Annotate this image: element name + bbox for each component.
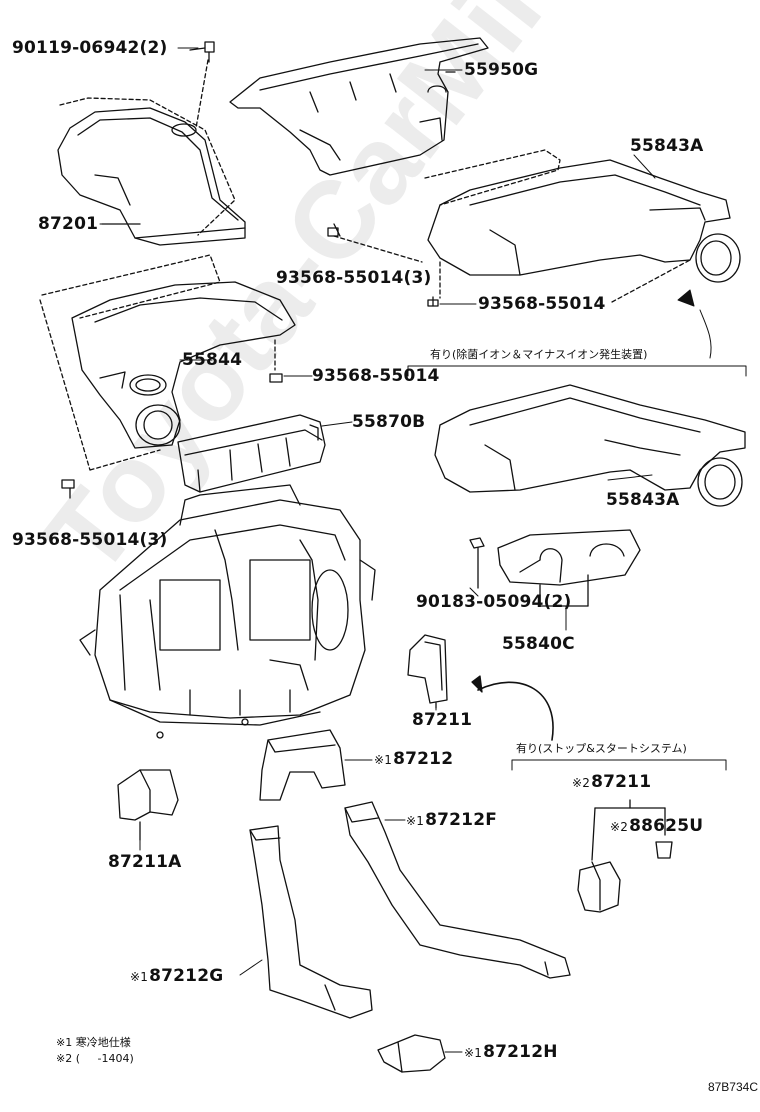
- label-55950G: 55950G: [464, 60, 539, 80]
- mark-1: ※1: [130, 970, 149, 984]
- note-stop-start-system: 有り(ストップ&スタートシステム): [516, 742, 687, 755]
- label-55840C: 55840C: [502, 634, 575, 654]
- label-87212F: ※187212F: [406, 810, 497, 831]
- duct-87211-stop-start-drawing: [577, 799, 673, 913]
- label-88625U-text: 88625U: [629, 816, 704, 836]
- duct-87212-drawing: [259, 729, 346, 801]
- note-ion-generator: 有り(除菌イオン＆マイナスイオン発生装置): [430, 348, 648, 361]
- label-screw-right: 93568-55014: [478, 294, 606, 314]
- filter-case-55870B-drawing: [177, 414, 326, 493]
- duct-55844-drawing: [39, 254, 296, 499]
- label-87212: ※187212: [374, 749, 453, 770]
- duct-87201-drawing: [57, 41, 246, 246]
- label-55844: 55844: [182, 350, 243, 370]
- label-screw-mid: 93568-55014: [312, 366, 440, 386]
- label-87212G-text: 87212G: [149, 966, 224, 986]
- duct-87211A-drawing: [117, 769, 179, 841]
- label-55870B: 55870B: [352, 412, 426, 432]
- label-87212F-text: 87212F: [425, 810, 498, 830]
- label-87212H: ※187212H: [464, 1042, 558, 1063]
- duct-55950G-drawing: [229, 37, 489, 176]
- register-55840C-drawing: [469, 529, 641, 607]
- duct-87212F-drawing: [344, 801, 571, 979]
- duct-87211-drawing: [407, 634, 554, 741]
- duct-87212H-drawing: [377, 1034, 446, 1073]
- label-87211: 87211: [412, 710, 473, 730]
- label-87212G: ※187212G: [130, 966, 223, 987]
- label-screw-left-lower: 93568-55014(3): [12, 530, 168, 550]
- duct-55843A-top-drawing: [327, 149, 741, 307]
- mark-2: ※2: [610, 820, 629, 834]
- duct-87212G-drawing: [249, 825, 373, 1019]
- mark-1: ※1: [374, 753, 393, 767]
- diagram-code: 87B734C: [707, 1080, 758, 1094]
- label-87212H-text: 87212H: [483, 1042, 558, 1062]
- leader-lines: [99, 47, 747, 1053]
- label-87201: 87201: [38, 214, 99, 234]
- label-87212-text: 87212: [393, 749, 454, 769]
- label-88625U: ※288625U: [610, 816, 703, 837]
- duct-55843A-bottom-drawing: [434, 384, 746, 507]
- label-55843A-top: 55843A: [630, 136, 704, 156]
- label-87211-stop-start: ※287211: [572, 772, 651, 793]
- label-55843A-bottom: 55843A: [606, 490, 680, 510]
- label-87211A: 87211A: [108, 852, 182, 872]
- label-bolt-top: 90119-06942(2): [12, 38, 168, 58]
- label-87211-stop-start-text: 87211: [591, 772, 652, 792]
- legend-note-2: ※2 ( -1404): [56, 1052, 134, 1065]
- label-clip-90183: 90183-05094(2): [416, 592, 572, 612]
- label-screw-left-upper: 93568-55014(3): [276, 268, 432, 288]
- mark-1: ※1: [464, 1046, 483, 1060]
- hvac-unit-drawing: [79, 484, 376, 739]
- mark-2: ※2: [572, 776, 591, 790]
- legend-note-1: ※1 寒冷地仕様: [56, 1036, 131, 1049]
- mark-1: ※1: [406, 814, 425, 828]
